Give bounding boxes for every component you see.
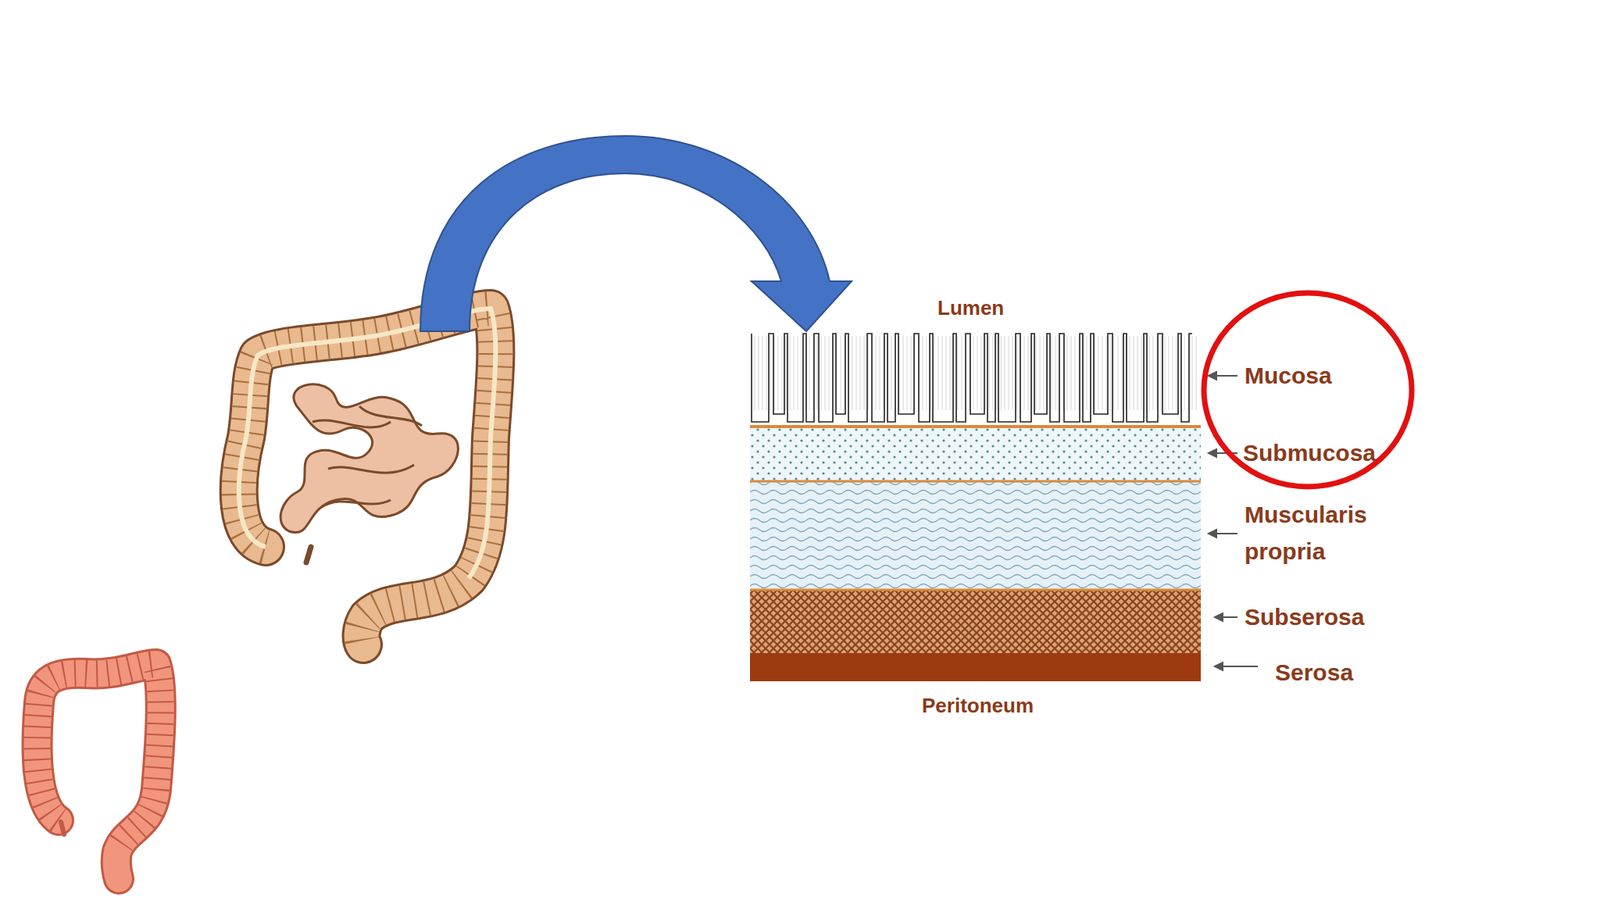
curved-arrow [420,135,852,332]
layer-label: Submucosa [1242,439,1376,468]
small-intestine-folds [312,406,422,508]
layer-label: Mucosa [1244,361,1333,390]
icon-body [37,664,161,879]
icon-haustra [37,664,161,852]
intestine-illustration [239,308,497,645]
small-intestine [280,384,458,533]
layer-label: Serosa [1275,658,1354,687]
layer-border [750,480,1201,483]
layer-border [750,425,1201,429]
layer-label: Subserosa [1244,603,1365,632]
muscularis-layer [750,481,1201,590]
serosa-layer [750,653,1201,682]
crypts [751,333,1197,422]
crypt-outline [751,333,1193,422]
layer-border [750,589,1201,592]
icon-outline [37,664,161,879]
leader-head [1208,371,1217,380]
lumen-label: Lumen [937,296,1004,321]
leader-head [1214,613,1223,622]
wall-layers [750,333,1201,682]
peritoneum-label: Peritoneum [921,693,1034,718]
highlight-circle [1203,292,1412,487]
leader-head [1208,449,1217,458]
subserosa-layer [750,589,1201,654]
taenia-band [239,308,497,579]
crypt-shading [754,335,1197,411]
icon-appendix [60,821,65,835]
mucosa-layer [750,333,1201,427]
colon-icon [37,664,161,879]
colon-outline [239,308,497,645]
colon-body [239,308,497,645]
appendix [306,546,311,563]
leader-head [1208,529,1217,538]
layer-label: Muscularis propria [1244,496,1401,570]
colon-haustra [239,308,497,645]
submucosa-layer [750,426,1201,482]
leader-head [1214,662,1223,671]
